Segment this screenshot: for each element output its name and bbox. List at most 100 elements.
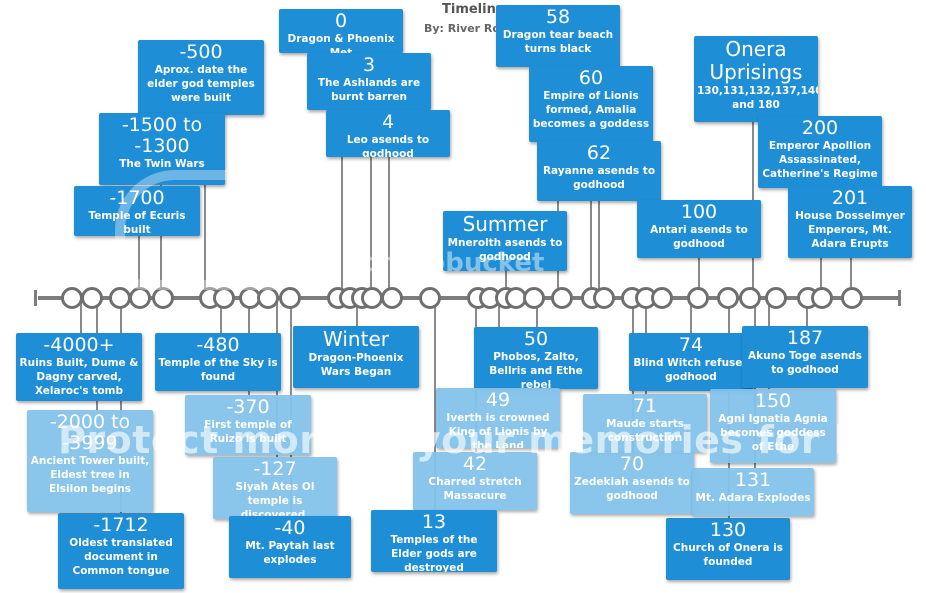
timeline-node-icon — [717, 287, 739, 309]
event-description: Antari asends to godhood — [650, 224, 748, 250]
timeline-node-icon — [361, 287, 383, 309]
event-description: Ruins Built, Dume & Dagny carved, Xelaro… — [19, 357, 139, 397]
timeline-node-icon — [279, 287, 301, 309]
event-year: -4000+ — [43, 334, 115, 356]
event-description: Oldest translated document in Common ton… — [69, 537, 173, 577]
event-year: Winter — [323, 327, 389, 351]
event-description: Rayanne asends to godhood — [542, 165, 656, 191]
event-description: Dragon & Phoenix Met — [287, 33, 395, 53]
timeline-node-icon — [739, 287, 761, 309]
event-year: -40 — [274, 517, 306, 539]
event-description: Mnerolth asends to godhood — [447, 237, 563, 263]
timeline-node-icon — [81, 287, 103, 309]
event-year: 130 — [709, 519, 747, 541]
event-description: Zedekiah asends to godhood — [574, 476, 690, 502]
event-year: 131 — [734, 469, 772, 491]
event-year: -370 — [226, 396, 270, 418]
event-description: Dragon-Phoenix Wars Began — [308, 352, 404, 378]
timeline-node-icon — [419, 287, 441, 309]
author-byline: By: River Ro — [424, 22, 500, 35]
event-year: -1500 to -1300 — [121, 114, 203, 157]
axis-start-cap — [34, 290, 37, 306]
event-year: 58 — [545, 6, 571, 28]
connector-line — [598, 201, 600, 298]
event-year: 3 — [362, 54, 376, 76]
watermark-logo-icon — [115, 170, 305, 290]
event-description: The Twin Wars — [119, 158, 205, 170]
event-year: -1712 — [93, 514, 149, 536]
timeline-node-icon — [257, 287, 279, 309]
timeline-node-icon — [523, 287, 545, 309]
timeline-node-icon — [687, 287, 709, 309]
connector-line — [505, 271, 507, 298]
event-year: Onera Uprisings — [709, 37, 803, 84]
event-description: Empire of Lionis formed, Amalia becomes … — [532, 90, 650, 130]
event-year: 150 — [754, 390, 792, 412]
connector-line — [698, 258, 700, 298]
event-description: Agni Ignatia Agnia becomes goddess of Et… — [718, 413, 828, 453]
page-title: Timeline — [442, 2, 505, 17]
timeline-node-icon — [593, 287, 615, 309]
event-year: -2000 to -3999 — [49, 411, 131, 454]
event-description: Mt. Adara Explodes — [695, 492, 811, 504]
timeline-node-icon — [841, 287, 863, 309]
event-description: Ancient Tower built, Eldest tree in Elsi… — [30, 455, 150, 495]
connector-line — [388, 157, 390, 298]
event-year: 50 — [523, 328, 549, 350]
event-year: -500 — [179, 41, 223, 63]
event-year: -127 — [253, 458, 297, 480]
event-year: 100 — [680, 201, 718, 223]
timeline-node-icon — [129, 287, 151, 309]
event-description: The Ashlands are burnt barren — [317, 77, 421, 103]
timeline-node-icon — [213, 287, 235, 309]
event-description: House Dosselmyer Emperors, Mt. Adara Eru… — [795, 210, 905, 250]
timeline-node-icon — [61, 287, 83, 309]
event-year: 71 — [632, 395, 658, 417]
event-year: Summer — [462, 212, 548, 236]
connector-line — [434, 298, 436, 510]
event-description: 130,131,132,137,140, and 180 — [697, 85, 818, 111]
timeline-node-icon — [152, 287, 174, 309]
event-description: Church of Onera is founded — [673, 542, 783, 568]
event-card: -4000+Ruins Built, Dume & Dagny carved, … — [16, 333, 142, 401]
timeline-node-icon — [109, 287, 131, 309]
timeline-node-icon — [765, 287, 787, 309]
event-year: 0 — [334, 10, 348, 32]
event-year: 187 — [786, 327, 824, 349]
connector-line — [80, 298, 82, 333]
connector-line — [120, 298, 122, 513]
event-description: Temples of the Elder gods are destroyed — [390, 534, 478, 572]
timeline-node-icon — [811, 287, 833, 309]
axis-end-cap — [898, 290, 901, 306]
timeline-node-icon — [551, 287, 573, 309]
event-description: Siyah Ates Ol temple is discovered. — [235, 481, 315, 519]
event-description: Emperor Apollion Assassinated, Catherine… — [762, 140, 878, 180]
connector-line — [690, 298, 692, 333]
event-description: Phobos, Zalto, Bellris and Ethe rebel — [489, 351, 583, 389]
event-description: Temple of the Sky is found — [158, 357, 278, 383]
